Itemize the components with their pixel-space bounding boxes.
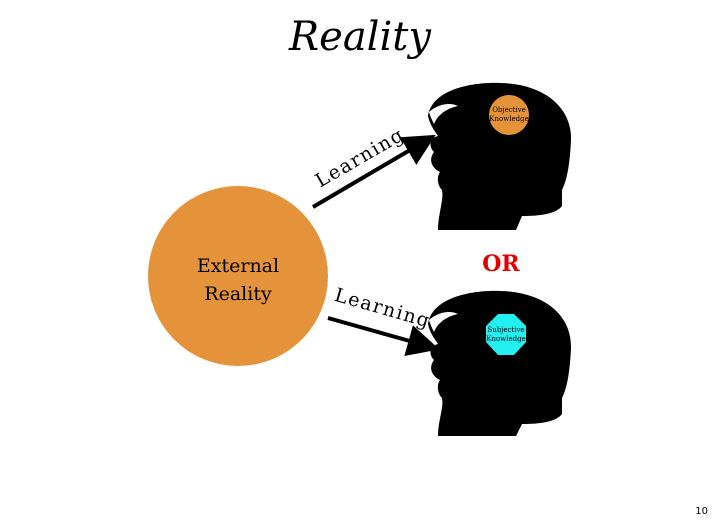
subjective-knowledge-label-line1: Subjective xyxy=(487,326,524,334)
subjective-knowledge-node: Subjective Knowledge xyxy=(486,314,526,355)
page-number: 10 xyxy=(695,506,708,517)
subjective-knowledge-label-line2: Knowledge xyxy=(486,335,525,343)
upper-head-silhouette-icon xyxy=(428,82,572,230)
upper-learning-arrow: Learning xyxy=(311,124,436,209)
slide-title: Reality xyxy=(289,14,431,60)
objective-knowledge-label-line2: Knowledge xyxy=(489,115,528,123)
objective-knowledge-label-line1: Objective xyxy=(492,106,526,114)
external-reality-circle xyxy=(148,186,328,366)
objective-knowledge-circle xyxy=(489,95,529,135)
lower-head-silhouette-icon xyxy=(428,290,572,436)
or-label: OR xyxy=(482,251,520,277)
objective-knowledge-node: Objective Knowledge xyxy=(489,95,529,135)
lower-arrow-line xyxy=(327,316,440,357)
external-reality-label-line1: External xyxy=(197,255,279,277)
external-reality-node: External Reality xyxy=(148,186,328,366)
external-reality-label-line2: Reality xyxy=(204,283,272,305)
upper-arrow-line xyxy=(311,134,436,209)
subjective-knowledge-octagon xyxy=(486,314,526,355)
lower-learning-arrow: Learning xyxy=(327,284,440,357)
